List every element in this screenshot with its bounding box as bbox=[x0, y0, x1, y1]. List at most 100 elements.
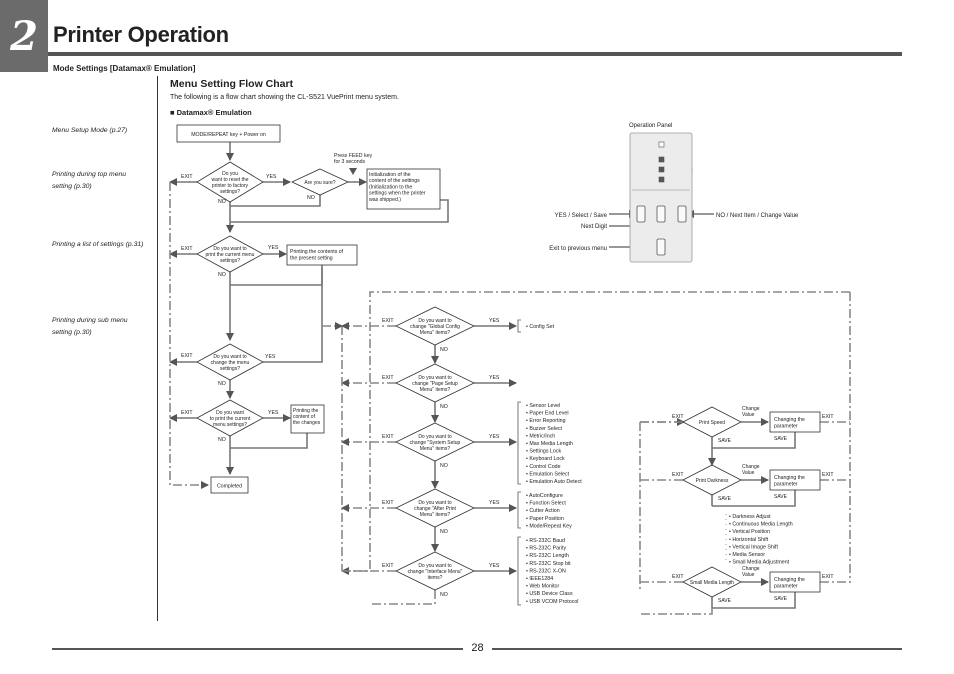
reset-question-text: Do you bbox=[222, 171, 238, 177]
after-print-question-text: change "After Print bbox=[414, 506, 456, 512]
press-feed-arrow bbox=[349, 168, 357, 175]
no-label: NO bbox=[440, 404, 448, 410]
exit-previous-label: Exit to previous menu bbox=[549, 246, 607, 252]
print-darkness-param-text: Changing the bbox=[774, 475, 805, 481]
print-speed-diamond-text: Print Speed bbox=[699, 420, 725, 426]
print-menu-question bbox=[196, 235, 264, 273]
page-setup-list: • Max Media Length bbox=[526, 441, 573, 447]
global-config-list-bracket bbox=[517, 319, 521, 333]
feed-button[interactable] bbox=[656, 205, 666, 223]
change-value-label: Change bbox=[742, 566, 760, 572]
page-setup-list: • Control Code bbox=[526, 464, 561, 470]
yes-label: YES bbox=[265, 354, 276, 360]
no-label: NO bbox=[218, 437, 226, 443]
after-print-list: • Paper Position bbox=[526, 516, 564, 522]
global-config-question-text: Menu" items? bbox=[420, 330, 451, 336]
submenu-settings-list: • Small Media Adjustment bbox=[729, 560, 790, 566]
change-value-label: Change bbox=[742, 406, 760, 412]
page-setup-list: • Emulation Auto Detect bbox=[526, 479, 582, 485]
after-print-question-text: Do you want to bbox=[418, 500, 452, 506]
no-label: NO bbox=[440, 592, 448, 598]
print-changes-question-text: to print the current bbox=[210, 416, 251, 422]
page-setup-list-bracket bbox=[517, 401, 521, 485]
interface-list: • RS-232C Parity bbox=[526, 546, 566, 552]
small-media-length-param-text: Changing the bbox=[774, 577, 805, 583]
mode-repeat-button[interactable] bbox=[656, 238, 666, 256]
interface-list: • RS-232C Baud bbox=[526, 538, 565, 544]
print-speed-param-text: parameter bbox=[774, 423, 798, 429]
submenu-settings-list: • Media Sensor bbox=[729, 552, 765, 558]
print-menu-question-text: Do you want to bbox=[213, 246, 247, 252]
exit-label: EXIT bbox=[181, 246, 193, 252]
exit-label: EXIT bbox=[382, 375, 394, 381]
no-label: NO bbox=[218, 381, 226, 387]
small-media-length-diamond bbox=[682, 566, 742, 598]
yes-label: YES bbox=[489, 375, 500, 381]
after-print-question-text: Menu" items? bbox=[420, 512, 451, 518]
save-label: SAVE bbox=[718, 598, 732, 604]
sidenote-list-settings: Printing a list of settings (p.31) bbox=[52, 241, 144, 248]
init-box bbox=[366, 168, 441, 210]
exit-label: EXIT bbox=[672, 574, 684, 580]
system-setup-question-text: change "System Setup bbox=[410, 440, 461, 446]
exit-label: EXIT bbox=[181, 410, 193, 416]
page-setup-list: • Keyboard Lock bbox=[526, 456, 565, 462]
save-label: SAVE bbox=[718, 496, 732, 502]
global-config-question-text: Do you want to bbox=[418, 318, 452, 324]
page-number: 28 bbox=[471, 642, 484, 654]
sidenote-top-menu: Printing during top menu setting (p.30) bbox=[52, 171, 127, 190]
interface-list: • USB Device Class bbox=[526, 591, 573, 597]
no-label: NO bbox=[440, 347, 448, 353]
start-box-text: MODE/REPEAT key + Power on bbox=[191, 132, 266, 138]
sidenote-sub-menu: Printing during sub menu setting (p.30) bbox=[52, 317, 128, 336]
emulation-subheading: ■ Datamax® Emulation bbox=[170, 108, 252, 117]
change-value-label: Value bbox=[742, 470, 755, 476]
no-label: NO bbox=[440, 529, 448, 535]
after-print-list: • Function Select bbox=[526, 501, 566, 507]
global-config-question bbox=[395, 306, 475, 346]
yes-label: YES bbox=[268, 410, 279, 416]
flow-connector bbox=[230, 199, 449, 223]
exit-label: EXIT bbox=[822, 472, 834, 478]
exit-label: EXIT bbox=[181, 353, 193, 359]
print-speed-diamond bbox=[682, 406, 742, 438]
no-label: NO bbox=[218, 272, 226, 278]
page-setup-list: • Sensor Level bbox=[526, 403, 560, 409]
page-setup-list: • Settings Lock bbox=[526, 449, 561, 455]
change-value-label: Value bbox=[742, 412, 755, 418]
print-menu-question-text: settings? bbox=[220, 258, 240, 264]
exit-return-line bbox=[169, 182, 209, 489]
flow-connector bbox=[230, 433, 308, 449]
print-darkness-diamond-text: Print Darkness bbox=[696, 478, 729, 484]
operation-panel bbox=[629, 132, 693, 263]
yes-label: YES bbox=[489, 500, 500, 506]
interface-question-text: items? bbox=[428, 575, 443, 581]
change-menu-question-text: change the menu bbox=[211, 360, 250, 366]
led-print-icon bbox=[658, 156, 665, 163]
reset-question-text: want to reset the bbox=[212, 177, 249, 183]
change-value-label: Change bbox=[742, 464, 760, 470]
exit-label: EXIT bbox=[672, 472, 684, 478]
reset-question-text: printer to factory bbox=[212, 183, 249, 189]
press-feed-note: for 3 seconds bbox=[334, 159, 366, 165]
global-config-list: • Config Set bbox=[526, 324, 555, 330]
interface-list: • Web Monitor bbox=[526, 584, 559, 590]
init-box-text: content of the settings bbox=[369, 178, 420, 184]
sidebar-divider bbox=[157, 76, 158, 621]
after-print-list-bracket bbox=[517, 491, 521, 529]
change-value-label: Value bbox=[742, 572, 755, 578]
init-box-text: was shipped.) bbox=[369, 197, 401, 203]
interface-list: • RS-232C X-ON bbox=[526, 568, 566, 574]
print-changes-text: Printing the bbox=[293, 408, 319, 414]
pause-button[interactable] bbox=[636, 205, 646, 223]
exit-label: EXIT bbox=[382, 563, 394, 569]
no-label: NO bbox=[440, 463, 448, 469]
submenu-settings-list: • Horizontal Shift bbox=[729, 537, 769, 543]
init-box-text: settings when the printer bbox=[369, 191, 426, 197]
change-menu-question-text: Do you want to bbox=[213, 354, 247, 360]
print-changes-text: content of bbox=[293, 414, 316, 420]
stop-button[interactable] bbox=[677, 205, 687, 223]
yes-label: YES bbox=[489, 318, 500, 324]
change-menu-question bbox=[196, 343, 264, 381]
